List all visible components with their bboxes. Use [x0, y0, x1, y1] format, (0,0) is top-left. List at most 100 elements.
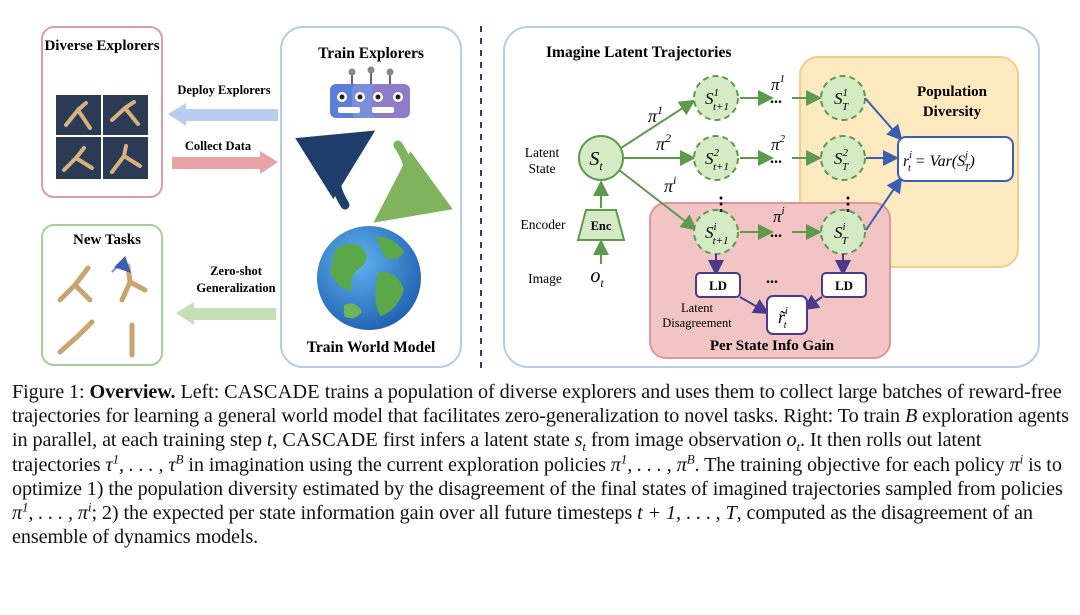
rollout-row-1: ... π1	[740, 73, 822, 107]
svg-text:Sit+1: Sit+1	[705, 221, 729, 247]
latent-disagreement-label-1: Latent	[681, 301, 713, 315]
svg-text:r̃it: r̃it	[778, 306, 788, 331]
deploy-explorers-label: Deploy Explorers	[177, 83, 270, 97]
rollout-row-i: ... πi	[740, 205, 822, 241]
population-diversity-label-2: Diversity	[923, 104, 982, 120]
caption-text-3: first infers a latent state	[382, 429, 570, 452]
svg-text:S1t+1: S1t+1	[705, 87, 729, 113]
ld-box-left: LD	[695, 272, 741, 298]
svg-text:LD: LD	[835, 278, 853, 293]
generalization-label: Generalization	[196, 281, 275, 295]
svg-text:S2T: S2T	[834, 147, 849, 173]
caption-t: t	[266, 429, 273, 452]
train-box: Train Explorers	[280, 26, 462, 368]
caption-tau: τ	[105, 453, 113, 476]
policy-label-1: π1	[648, 103, 663, 126]
svg-text:π1: π1	[771, 73, 785, 94]
caption-t1: t + 1,	[637, 502, 681, 525]
figure-caption: Figure 1: Overview. Left: CASCADE trains…	[12, 381, 1069, 549]
figure-label: Figure 1:	[12, 381, 85, 403]
caption-text-10: , computed as the disagreement of an ens…	[12, 502, 1033, 549]
svg-text:...: ...	[770, 224, 782, 241]
caption-text-2: exploration agents in parallel, at each …	[12, 405, 1069, 452]
diverse-explorers-box: Diverse Explorers	[41, 26, 163, 198]
image-label: Image	[528, 271, 562, 286]
deploy-explorers-arrow: Deploy Explorers	[168, 83, 278, 126]
zero-shot-label: Zero-shot	[210, 264, 263, 278]
caption-s: s	[574, 429, 583, 452]
caption-text-8: is to optimize 1) the population diversi…	[12, 453, 1063, 500]
caption-cascade-1: CASCADE	[224, 381, 320, 403]
caption-o: o	[786, 429, 797, 452]
latent-state-label-2: State	[529, 161, 556, 176]
policy-label-i: πi	[664, 173, 676, 196]
vdots-1: ⋮	[712, 194, 730, 214]
ld-box-right: LD	[821, 272, 867, 298]
caption-right: Right: To train	[783, 405, 901, 428]
per-state-info-gain-label: Per State Info Gain	[710, 338, 835, 354]
diversity-arrow-1	[864, 97, 903, 142]
caption-text-4: from image observation	[590, 429, 782, 452]
caption-text-7: The training objective for each policy	[704, 453, 1005, 476]
svg-text:...: ...	[770, 90, 782, 107]
svg-text:LD: LD	[709, 278, 727, 293]
svg-text:rit = Var(SjT): rit = Var(SjT)	[903, 150, 975, 174]
ld-to-reward-right	[802, 294, 823, 311]
training-cycle-icon	[295, 130, 453, 223]
imagine-title: Imagine Latent Trajectories	[546, 44, 731, 61]
diversity-arrow-i	[865, 176, 903, 231]
latent-disagreement-label-2: Disagreement	[662, 316, 732, 330]
caption-cascade-2: CASCADE	[282, 429, 378, 452]
rollout-row-2: ... π2	[740, 133, 822, 167]
ld-to-reward-left	[739, 296, 770, 314]
caption-pi-3: π	[12, 502, 23, 525]
policy-label-2: π2	[656, 131, 671, 154]
robot-icon	[330, 66, 410, 118]
caption-text-1: trains a population of diverse explorers…	[12, 381, 1062, 428]
population-diversity-label-1: Population	[917, 84, 988, 100]
new-tasks-box: New Tasks	[41, 224, 163, 366]
enc-label: Enc	[591, 219, 612, 233]
caption-text-6: in imagination using the current explora…	[188, 453, 606, 476]
caption-pi-2: π	[1009, 453, 1020, 476]
train-explorers-title: Train Explorers	[318, 45, 424, 62]
new-tasks-title: New Tasks	[73, 232, 141, 248]
svg-text:π2: π2	[771, 133, 786, 154]
branch-arrow-i	[618, 169, 698, 231]
caption-pi-1: π	[610, 453, 621, 476]
caption-T: T	[725, 502, 737, 525]
svg-text:St: St	[589, 148, 603, 173]
vdots-2: ⋮	[839, 194, 857, 214]
caption-left: Left:	[180, 381, 220, 403]
svg-text:S2t+1: S2t+1	[705, 147, 729, 173]
caption-b: B	[904, 405, 918, 428]
svg-text:...: ...	[770, 150, 782, 167]
collect-data-label: Collect Data	[185, 139, 252, 153]
encoder-label: Encoder	[521, 217, 566, 232]
world-icon	[317, 226, 421, 330]
encoder-block: Enc	[576, 209, 626, 241]
explorer-images	[56, 95, 148, 179]
svg-text:πi: πi	[773, 205, 785, 226]
image-observation: ot	[590, 265, 604, 290]
svg-text:S1T: S1T	[834, 87, 849, 113]
latent-state-label-1: Latent	[525, 145, 560, 160]
caption-text-5: It then rolls out latent trajectories	[12, 429, 982, 476]
new-task-figures	[57, 263, 148, 358]
caption-text-9: ; 2) the expected per state information …	[91, 502, 633, 525]
zero-shot-arrow: Zero-shot Generalization	[176, 264, 276, 325]
collect-data-arrow: Collect Data	[172, 139, 278, 174]
svg-text:SiT: SiT	[834, 221, 849, 247]
ld-ellipsis: ...	[766, 270, 778, 287]
imagine-panel: Imagine Latent Trajectories Population D…	[503, 26, 1040, 368]
diverse-explorers-title-1: Diverse Explorers	[44, 38, 159, 54]
branch-arrow-1	[620, 99, 696, 149]
